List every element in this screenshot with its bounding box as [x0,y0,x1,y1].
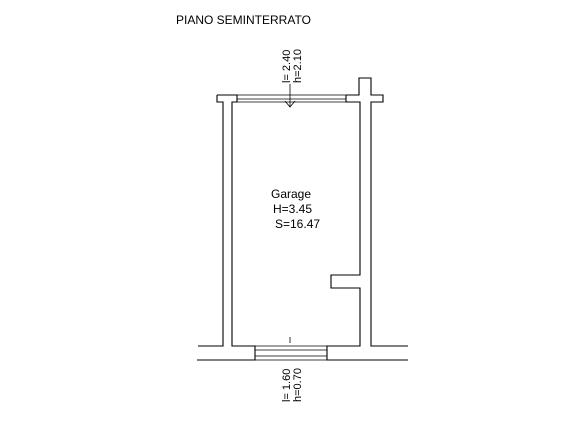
room-height: H=3.45 [273,202,313,216]
top-opening-arrow [284,84,296,108]
bottom-opening-height-label: h=0.70 [292,368,304,402]
left-wall [197,94,256,361]
top-opening-width-label: l= 2.40 [281,50,293,83]
room-name: Garage [271,187,312,201]
room-surface: S=16.47 [275,217,321,231]
top-opening-height-label: h=2.10 [292,49,304,83]
bottom-opening [255,345,327,361]
right-wall [326,77,408,361]
top-opening [237,94,346,103]
bottom-opening-width-label: l= 1.60 [281,369,293,402]
floor-title: PIANO SEMINTERRATO [176,13,311,27]
